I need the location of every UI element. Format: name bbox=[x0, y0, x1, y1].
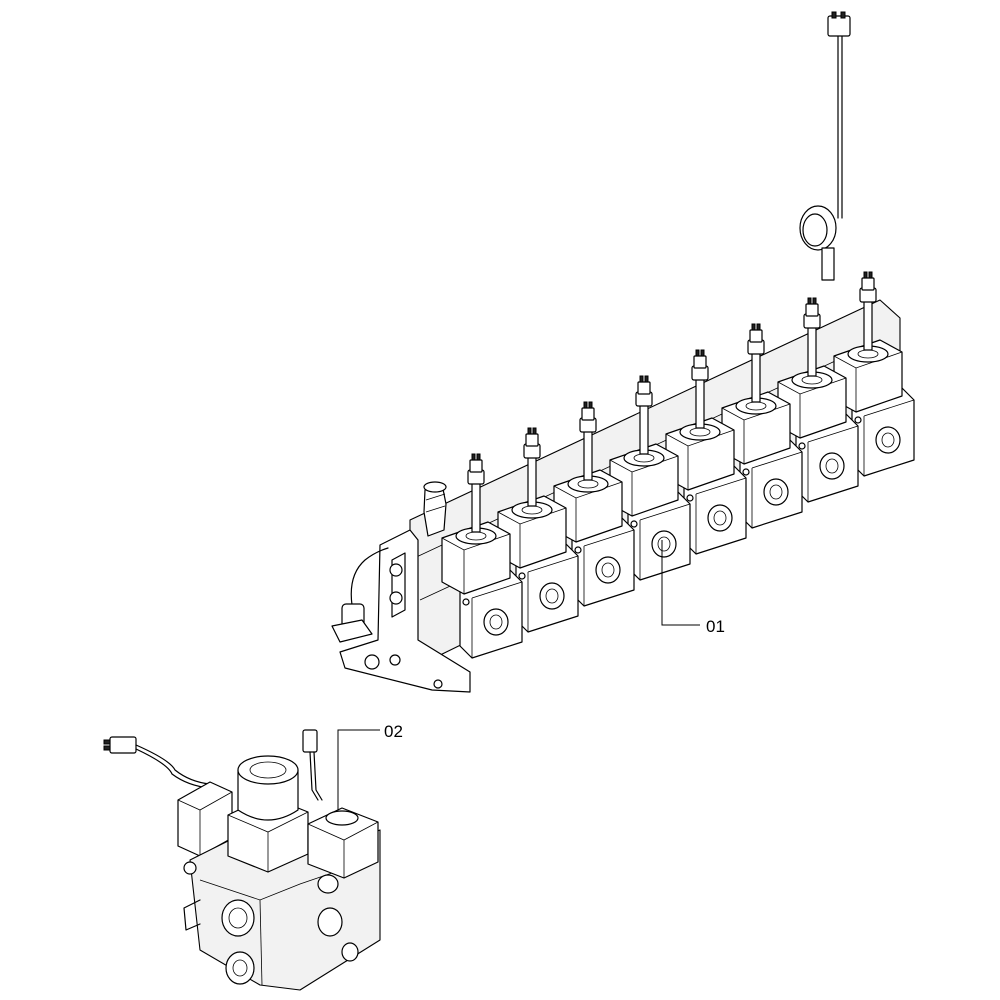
valve-module bbox=[721, 323, 803, 529]
valve-module bbox=[777, 297, 859, 503]
callout-01: 01 bbox=[706, 617, 725, 636]
valve-cap bbox=[237, 755, 299, 821]
hex-fitting bbox=[423, 481, 447, 537]
valve-module bbox=[553, 401, 635, 607]
valve-module bbox=[665, 349, 747, 555]
pressure-sensor-left bbox=[331, 547, 389, 643]
harness-connector-left bbox=[103, 736, 211, 789]
pressure-gauge bbox=[799, 205, 837, 281]
mounting-bracket bbox=[339, 529, 471, 693]
leader-line-01 bbox=[661, 540, 700, 626]
leader-line-02 bbox=[337, 729, 380, 810]
harness-connector-top bbox=[827, 11, 851, 219]
valve-module-row bbox=[441, 271, 915, 659]
callout-02: 02 bbox=[384, 722, 403, 741]
harness-connector-small bbox=[302, 729, 323, 801]
valve-unit-assembly-02: 02 bbox=[103, 722, 403, 991]
valve-module bbox=[497, 427, 579, 633]
valve-module bbox=[441, 453, 523, 659]
valve-manifold-assembly-01: 01 bbox=[331, 11, 915, 693]
valve-module bbox=[609, 375, 691, 581]
